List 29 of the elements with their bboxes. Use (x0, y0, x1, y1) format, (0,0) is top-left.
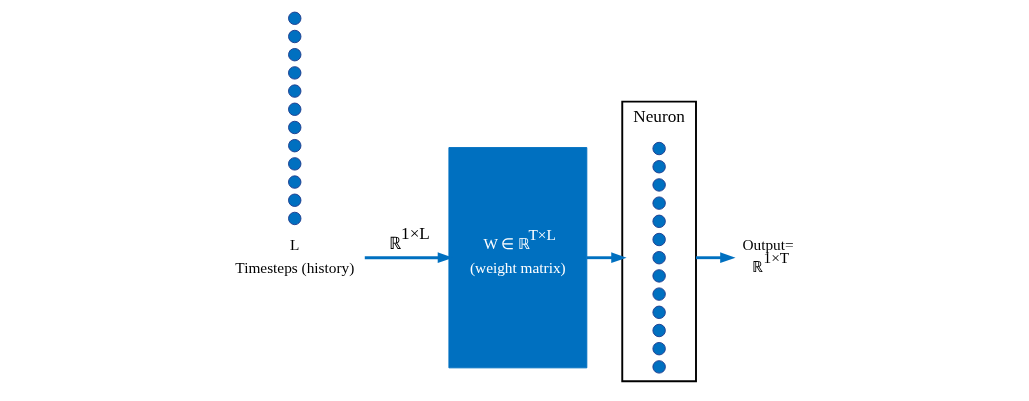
node-text: L Timesteps (history) (234, 235, 354, 276)
node-circle (651, 214, 666, 229)
node-circle (651, 178, 666, 192)
node-circle (287, 193, 301, 207)
node-circle (651, 196, 666, 210)
node-circle (287, 211, 301, 226)
node-circle (651, 342, 666, 356)
node-circle (287, 48, 301, 62)
node-circle (287, 102, 301, 116)
node-circle (651, 287, 666, 301)
node-circle (287, 66, 301, 80)
node-circle (287, 157, 301, 171)
node-circle (651, 323, 666, 338)
node-circle (287, 84, 301, 98)
node-circle (651, 232, 666, 247)
node-circle (651, 305, 666, 319)
node-circle (651, 251, 666, 265)
arrow (586, 252, 627, 264)
node-circle (287, 175, 301, 189)
node-circle (287, 11, 301, 25)
node-circle (651, 360, 666, 374)
node-circle (651, 269, 666, 283)
node-circle (287, 138, 301, 153)
node-circle (287, 120, 301, 135)
node-circle (287, 29, 301, 44)
node-circle (651, 141, 666, 156)
cluster: Neuron (620, 100, 697, 383)
arrow (695, 252, 736, 264)
node-circle (651, 160, 666, 174)
